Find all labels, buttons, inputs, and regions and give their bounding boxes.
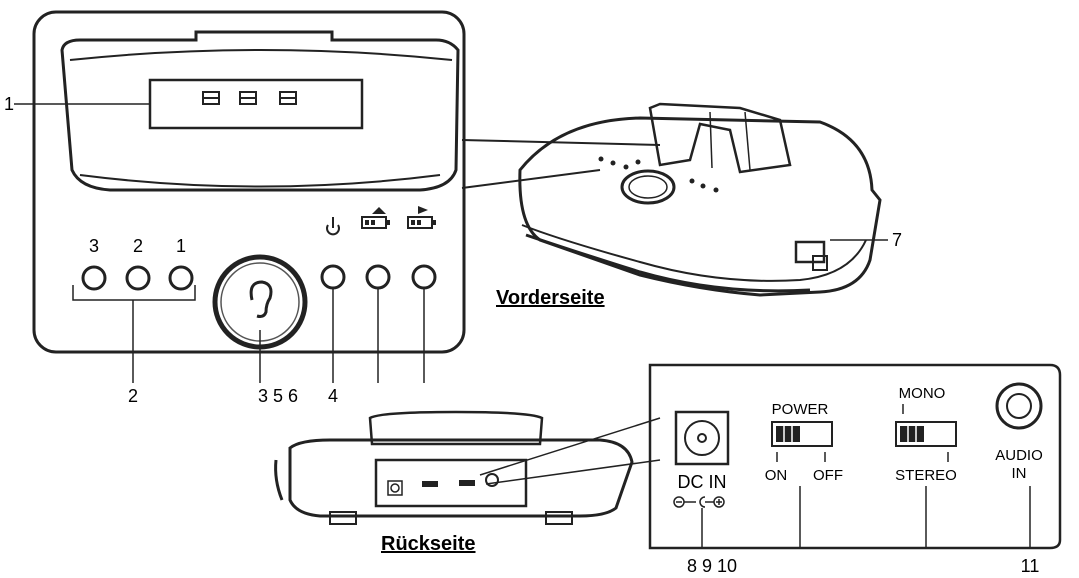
callout-7: 7 bbox=[892, 230, 902, 250]
mono-stereo-switch bbox=[895, 421, 957, 447]
back-heading: Rückseite bbox=[381, 533, 476, 555]
dc-in-label: DC IN bbox=[678, 472, 727, 492]
power-on-label: ON bbox=[765, 467, 788, 484]
preset-label-1: 1 bbox=[176, 236, 186, 256]
callout-3-5-6: 3 5 6 bbox=[258, 386, 298, 406]
cradle-outline bbox=[60, 30, 460, 192]
callout-4: 4 bbox=[328, 386, 338, 406]
stereo-label: STEREO bbox=[895, 467, 957, 484]
power-icon bbox=[326, 224, 340, 236]
power-switch-title: POWER bbox=[772, 401, 829, 418]
play-button bbox=[411, 264, 437, 290]
power-switch bbox=[771, 421, 833, 447]
preset-label-2: 2 bbox=[133, 236, 143, 256]
power-button bbox=[320, 264, 346, 290]
callout-1: 1 bbox=[4, 94, 14, 114]
front-heading: Vorderseite bbox=[496, 287, 605, 309]
callout-2: 2 bbox=[128, 386, 138, 406]
preset-button-2 bbox=[125, 265, 151, 291]
back-panel-detail: DC IN POWER ON OFF MONO STEREO bbox=[648, 363, 1062, 550]
dc-jack bbox=[674, 410, 730, 466]
power-off-label: OFF bbox=[813, 467, 843, 484]
audio-in-jack bbox=[995, 382, 1043, 430]
eject-button bbox=[365, 264, 391, 290]
mono-label: MONO bbox=[899, 385, 946, 402]
front-3d-view bbox=[461, 102, 888, 297]
preset-button-3 bbox=[81, 265, 107, 291]
ear-icon bbox=[249, 280, 273, 318]
back-3d-view bbox=[274, 410, 661, 525]
preset-label-3: 3 bbox=[89, 236, 99, 256]
callout-11: 11 bbox=[1021, 556, 1040, 576]
callout-8-9-10: 8 9 10 bbox=[687, 556, 737, 576]
preset-button-1 bbox=[168, 265, 194, 291]
audio-label-line2: IN bbox=[1012, 465, 1027, 482]
audio-label-line1: AUDIO bbox=[995, 447, 1043, 464]
front-panel: 3 2 1 bbox=[14, 10, 466, 383]
